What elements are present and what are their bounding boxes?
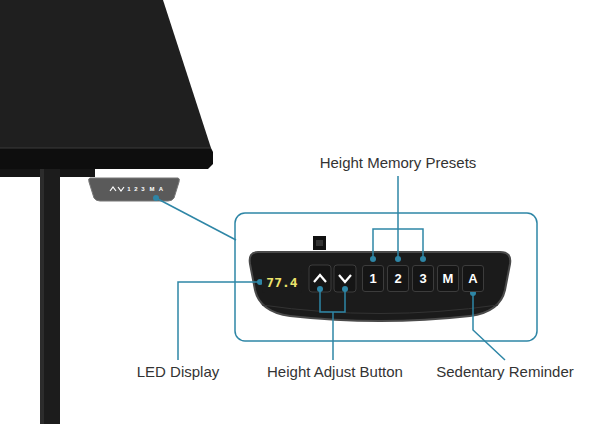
leader-dot	[395, 256, 401, 262]
leader-line	[397, 176, 399, 229]
up-button	[309, 265, 331, 292]
leader-line	[473, 293, 505, 360]
up-symbol	[110, 187, 116, 191]
display-readout: 77.4	[266, 275, 297, 290]
button-label: 3	[419, 271, 426, 286]
leader-bracket	[373, 229, 423, 258]
button-label: A	[468, 271, 477, 286]
small-button-label: 1	[127, 185, 130, 193]
leader-dot	[153, 195, 159, 201]
desk-edge-highlight	[0, 148, 211, 149]
desk-top	[0, 0, 211, 148]
small-button-label: M	[150, 185, 155, 193]
small-button-label: 3	[141, 185, 144, 193]
desk-keypad	[89, 178, 180, 201]
keypad-button: 3	[412, 265, 434, 292]
button-label: M	[443, 271, 454, 286]
keypad-button: 1	[362, 265, 384, 292]
leader-line	[397, 229, 399, 258]
down-chevron	[339, 275, 351, 282]
cable-plug	[313, 236, 326, 250]
keypad-body	[250, 252, 511, 321]
leader-dot	[342, 286, 348, 292]
callout-label: Height Memory Presets	[320, 154, 477, 171]
keypad-button: 2	[387, 265, 409, 292]
button-label: 2	[394, 271, 401, 286]
keypad-button: M	[437, 265, 459, 292]
callout-label: Sedentary Reminder	[436, 363, 574, 380]
keypad-rim	[262, 305, 498, 314]
keypad-button: A	[462, 265, 484, 292]
leader-line	[332, 312, 334, 360]
small-button-label: A	[159, 185, 163, 193]
button-label: 1	[369, 271, 376, 286]
leader-bracket	[320, 289, 345, 312]
leader-dot	[420, 256, 426, 262]
callout-label: Height Adjust Button	[267, 363, 403, 380]
desk-edge	[0, 148, 213, 169]
up-chevron	[314, 275, 326, 282]
down-symbol	[118, 187, 124, 191]
led-display: 77.4	[262, 271, 302, 293]
cable-plug-hole	[316, 240, 323, 246]
desk-leg	[40, 169, 60, 424]
leader-dot	[370, 256, 376, 262]
leader-dot	[317, 286, 323, 292]
down-button	[334, 265, 356, 292]
leader-line	[156, 198, 236, 240]
callout-label: LED Display	[137, 363, 220, 380]
small-button-label: 2	[134, 185, 137, 193]
callout-frame	[235, 213, 537, 341]
leader-line	[178, 282, 259, 360]
desk-leg-shade	[40, 169, 44, 424]
